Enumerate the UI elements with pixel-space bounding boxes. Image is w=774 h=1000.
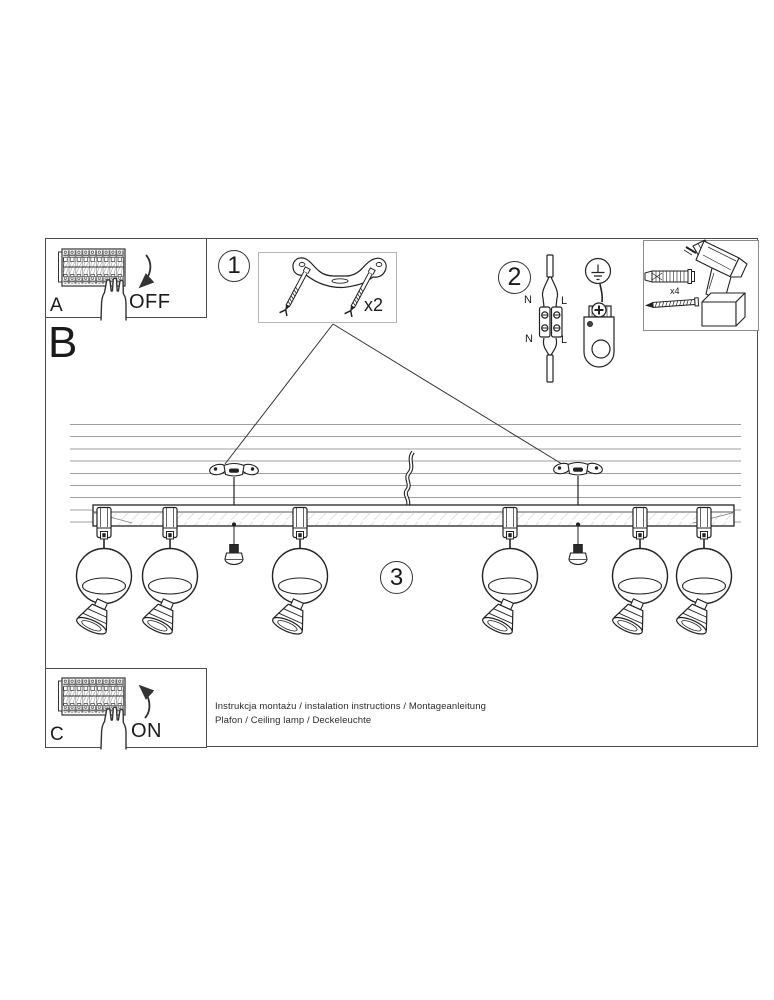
section-a-label: A <box>50 295 63 316</box>
step-3-badge: 3 <box>380 561 413 594</box>
wire-label-l-bottom: L <box>561 334 568 346</box>
footer-line-2: Plafon / Ceiling lamp / Deckeleuchte <box>215 714 372 726</box>
footer-line-1: Instrukcja montażu / instalation instruc… <box>215 701 486 712</box>
anchors-quantity-label: x4 <box>670 286 680 296</box>
ceiling-hatch <box>70 424 741 524</box>
off-label: OFF <box>129 291 171 313</box>
wire-label-n-top: N <box>524 294 532 306</box>
wire-label-n-bottom: N <box>525 333 533 345</box>
footer-text: Instrukcja montażu / instalation instruc… <box>215 700 486 727</box>
step-1-badge: 1 <box>218 250 250 282</box>
power-on-box <box>45 668 207 748</box>
power-off-box <box>45 238 207 318</box>
screws-quantity-label: x2 <box>364 295 384 315</box>
step-1-number: 1 <box>227 252 241 279</box>
wire-label-l-top: L <box>561 295 568 307</box>
step-3-number: 3 <box>389 563 404 591</box>
section-c-label: C <box>50 724 64 745</box>
step-2-number: 2 <box>507 263 522 291</box>
step-2-badge: 2 <box>498 261 531 294</box>
tool-kit-box <box>643 240 759 331</box>
outer-frame <box>45 238 758 747</box>
on-label: ON <box>131 720 162 742</box>
section-b-label: B <box>48 318 78 367</box>
